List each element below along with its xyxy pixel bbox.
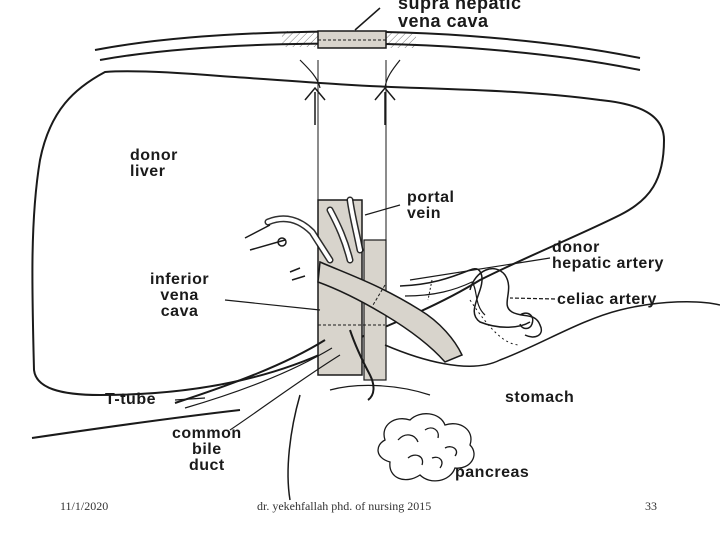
label-donor-hepatic-artery: donor hepatic artery xyxy=(552,239,664,272)
footer-date: 11/1/2020 xyxy=(60,499,109,513)
artery-suture xyxy=(427,279,433,301)
label-portal-vein: portal vein xyxy=(407,189,455,222)
common-bile-duct xyxy=(349,329,375,401)
pancreas-shape xyxy=(377,413,475,482)
label-stomach: stomach xyxy=(505,389,575,406)
hepatic-artery-second xyxy=(404,281,486,316)
stomach-lower-outline xyxy=(287,394,301,501)
label-t-tube: T-tube xyxy=(105,391,156,408)
t-tube-inner xyxy=(184,347,333,409)
portal-left-cut xyxy=(244,224,286,251)
liver-outline xyxy=(31,70,666,397)
portal-leader xyxy=(364,204,401,216)
hepatic-artery xyxy=(399,268,531,328)
hepatic-vein-arrow-left xyxy=(304,86,326,125)
stomach-contour xyxy=(329,384,431,396)
ttube-leader xyxy=(174,397,206,401)
ivc-leader xyxy=(224,299,321,311)
portal-vein-inner xyxy=(266,198,362,262)
label-common-bile-duct: common bile duct xyxy=(172,425,242,474)
footer-author: dr. yekehfallah phd. of nursing 2015 xyxy=(257,499,432,513)
hepatic-vein-arrow-right xyxy=(374,86,396,125)
supra-hepatic-leader xyxy=(354,7,381,31)
supra-hepatic-vena-cava-lower-wall xyxy=(99,42,641,71)
supra-hepatic-vena-cava-upper-wall xyxy=(94,30,641,59)
cbd-leader xyxy=(229,354,341,431)
portal-small-vessels xyxy=(289,267,306,281)
stomach-outline xyxy=(384,301,720,367)
hepatic-artery-leader xyxy=(409,257,551,281)
suprahepatic-hatch-left xyxy=(282,31,318,47)
hepatic-vein-curves xyxy=(299,59,401,89)
lower-wall-line xyxy=(31,409,241,439)
celiac-loop xyxy=(469,268,542,338)
suprahepatic-hatch-right xyxy=(386,32,416,48)
stomach-inner xyxy=(469,299,521,346)
portal-trunk xyxy=(317,260,464,363)
portal-anastomosis xyxy=(372,284,386,306)
label-supra-hepatic-vena-cava: supra hepatic vena cava xyxy=(398,0,522,31)
label-celiac-artery: celiac artery xyxy=(557,291,657,308)
label-pancreas: pancreas xyxy=(455,464,530,481)
footer-page-number: 33 xyxy=(645,499,657,513)
t-tube xyxy=(174,339,326,404)
portal-cut-stub xyxy=(277,237,287,247)
label-inferior-vena-cava: inferior vena cava xyxy=(150,271,210,320)
label-donor-liver: donor liver xyxy=(130,147,178,180)
celiac-leader xyxy=(509,297,556,300)
celiac-stub xyxy=(519,312,534,330)
